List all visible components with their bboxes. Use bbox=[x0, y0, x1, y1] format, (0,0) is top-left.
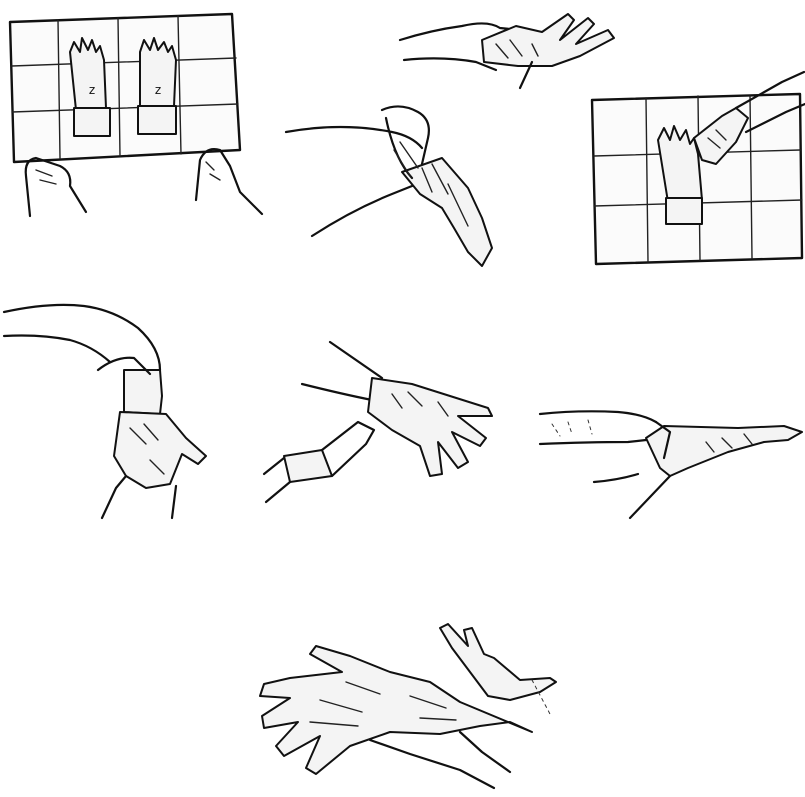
pull-glove-over-second-hand-icon bbox=[262, 338, 494, 512]
panel-insert-hand bbox=[282, 98, 512, 270]
unroll-cuff-over-sleeve-icon bbox=[538, 396, 805, 522]
svg-text:z: z bbox=[89, 83, 95, 97]
hand-lifting-second-glove-icon bbox=[586, 72, 805, 270]
adjust-gloved-fingers-icon bbox=[250, 622, 570, 797]
panel-gloved-fingers-under-cuff bbox=[0, 288, 232, 520]
hand-inserting-into-glove-icon bbox=[282, 98, 512, 270]
sterile-glove-pack-open-icon: z z bbox=[0, 0, 270, 225]
panel-unroll-cuff bbox=[538, 396, 805, 522]
svg-text:z: z bbox=[155, 83, 161, 97]
panel-open-glove-pack: z z bbox=[0, 0, 270, 225]
gloved-hand-lift-second-glove-icon bbox=[0, 288, 232, 520]
panel-pull-glove-over-hand bbox=[262, 338, 494, 512]
panel-pick-second-glove bbox=[586, 72, 805, 270]
panel-adjust-fingers bbox=[250, 622, 570, 797]
